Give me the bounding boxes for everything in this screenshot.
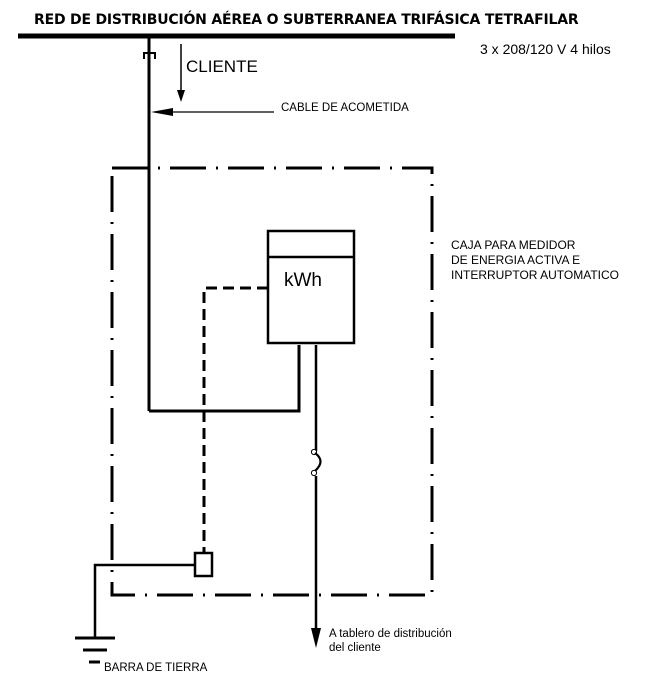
energy-meter [266, 229, 356, 345]
meter-box-label-line: INTERRUPTOR AUTOMATICO [451, 268, 620, 282]
tap-connector-icon [143, 52, 156, 59]
voltage-label: 3 x 208/120 V 4 hilos [480, 41, 611, 57]
breaker-icon [314, 452, 322, 472]
client-label: CLIENTE [186, 57, 258, 76]
to-panel-label: A tablero de distribución del cliente [329, 627, 452, 655]
meter-box-label-line: DE ENERGIA ACTIVA E [451, 253, 581, 267]
acometida-arrow-head [151, 108, 173, 116]
client-arrow-head [177, 90, 185, 102]
panel-feed-arrow-head [311, 628, 321, 648]
ground-conductor [202, 286, 268, 552]
meter-unit-label: kWh [284, 270, 322, 291]
ground-bar-label: BARRA DE TIERRA [104, 662, 208, 674]
meter-box-outline [110, 166, 434, 597]
to-panel-label-line: A tablero de distribución [329, 628, 452, 640]
meter-box-label-line: CAJA PARA MEDIDOR [451, 238, 576, 252]
service-cable-label: CABLE DE ACOMETIDA [281, 102, 409, 114]
ground-wire [93, 563, 195, 638]
ground-bar [193, 551, 214, 578]
diagram-title: RED DE DISTRIBUCIÓN AÉREA O SUBTERRANEA … [34, 12, 579, 28]
meter-box-label: CAJA PARA MEDIDOR DE ENERGIA ACTIVA E IN… [451, 238, 619, 283]
meter-input-wire [149, 345, 301, 413]
breaker-terminal-bottom [310, 469, 318, 477]
to-panel-label-line: del cliente [329, 642, 381, 654]
